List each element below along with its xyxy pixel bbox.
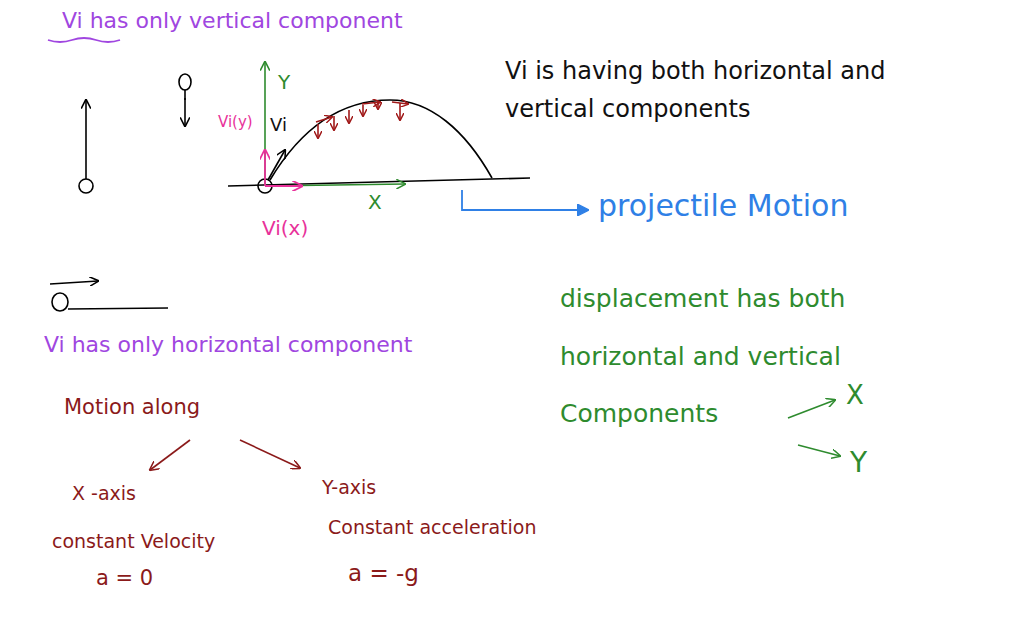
- horizontal-throw: [50, 281, 168, 311]
- note: Motion along: [64, 395, 200, 420]
- component-arrows: [788, 400, 840, 456]
- axis-label: X -axis: [72, 482, 136, 505]
- axis-label: Y: [278, 70, 290, 94]
- vertical-throw: [79, 74, 191, 193]
- branch-arrows: [150, 440, 300, 470]
- heading-note: Vi has only vertical component: [62, 8, 403, 34]
- heading-note: Vi has only horizontal component: [44, 332, 412, 358]
- note: Constant acceleration: [328, 516, 537, 539]
- vector-label: Vi(x): [262, 216, 308, 240]
- axis-label: Y-axis: [322, 476, 376, 499]
- topic-label: projectile Motion: [598, 188, 849, 224]
- projectile-sketch: [228, 62, 530, 193]
- note: Vi is having both horizontal and vertica…: [505, 52, 955, 129]
- underline: [48, 38, 120, 42]
- vector-label: Vi: [270, 114, 287, 136]
- axis-label: X: [846, 380, 864, 411]
- vector-label: Vi(y): [218, 113, 253, 131]
- axis-label: X: [368, 190, 382, 214]
- note: displacement has both horizontal and ver…: [560, 270, 945, 443]
- pointer-arrow: [462, 190, 588, 210]
- axis-label: Y: [850, 446, 867, 480]
- equation: a = -g: [348, 560, 419, 588]
- equation: a = 0: [96, 566, 153, 591]
- note: constant Velocity: [52, 530, 215, 553]
